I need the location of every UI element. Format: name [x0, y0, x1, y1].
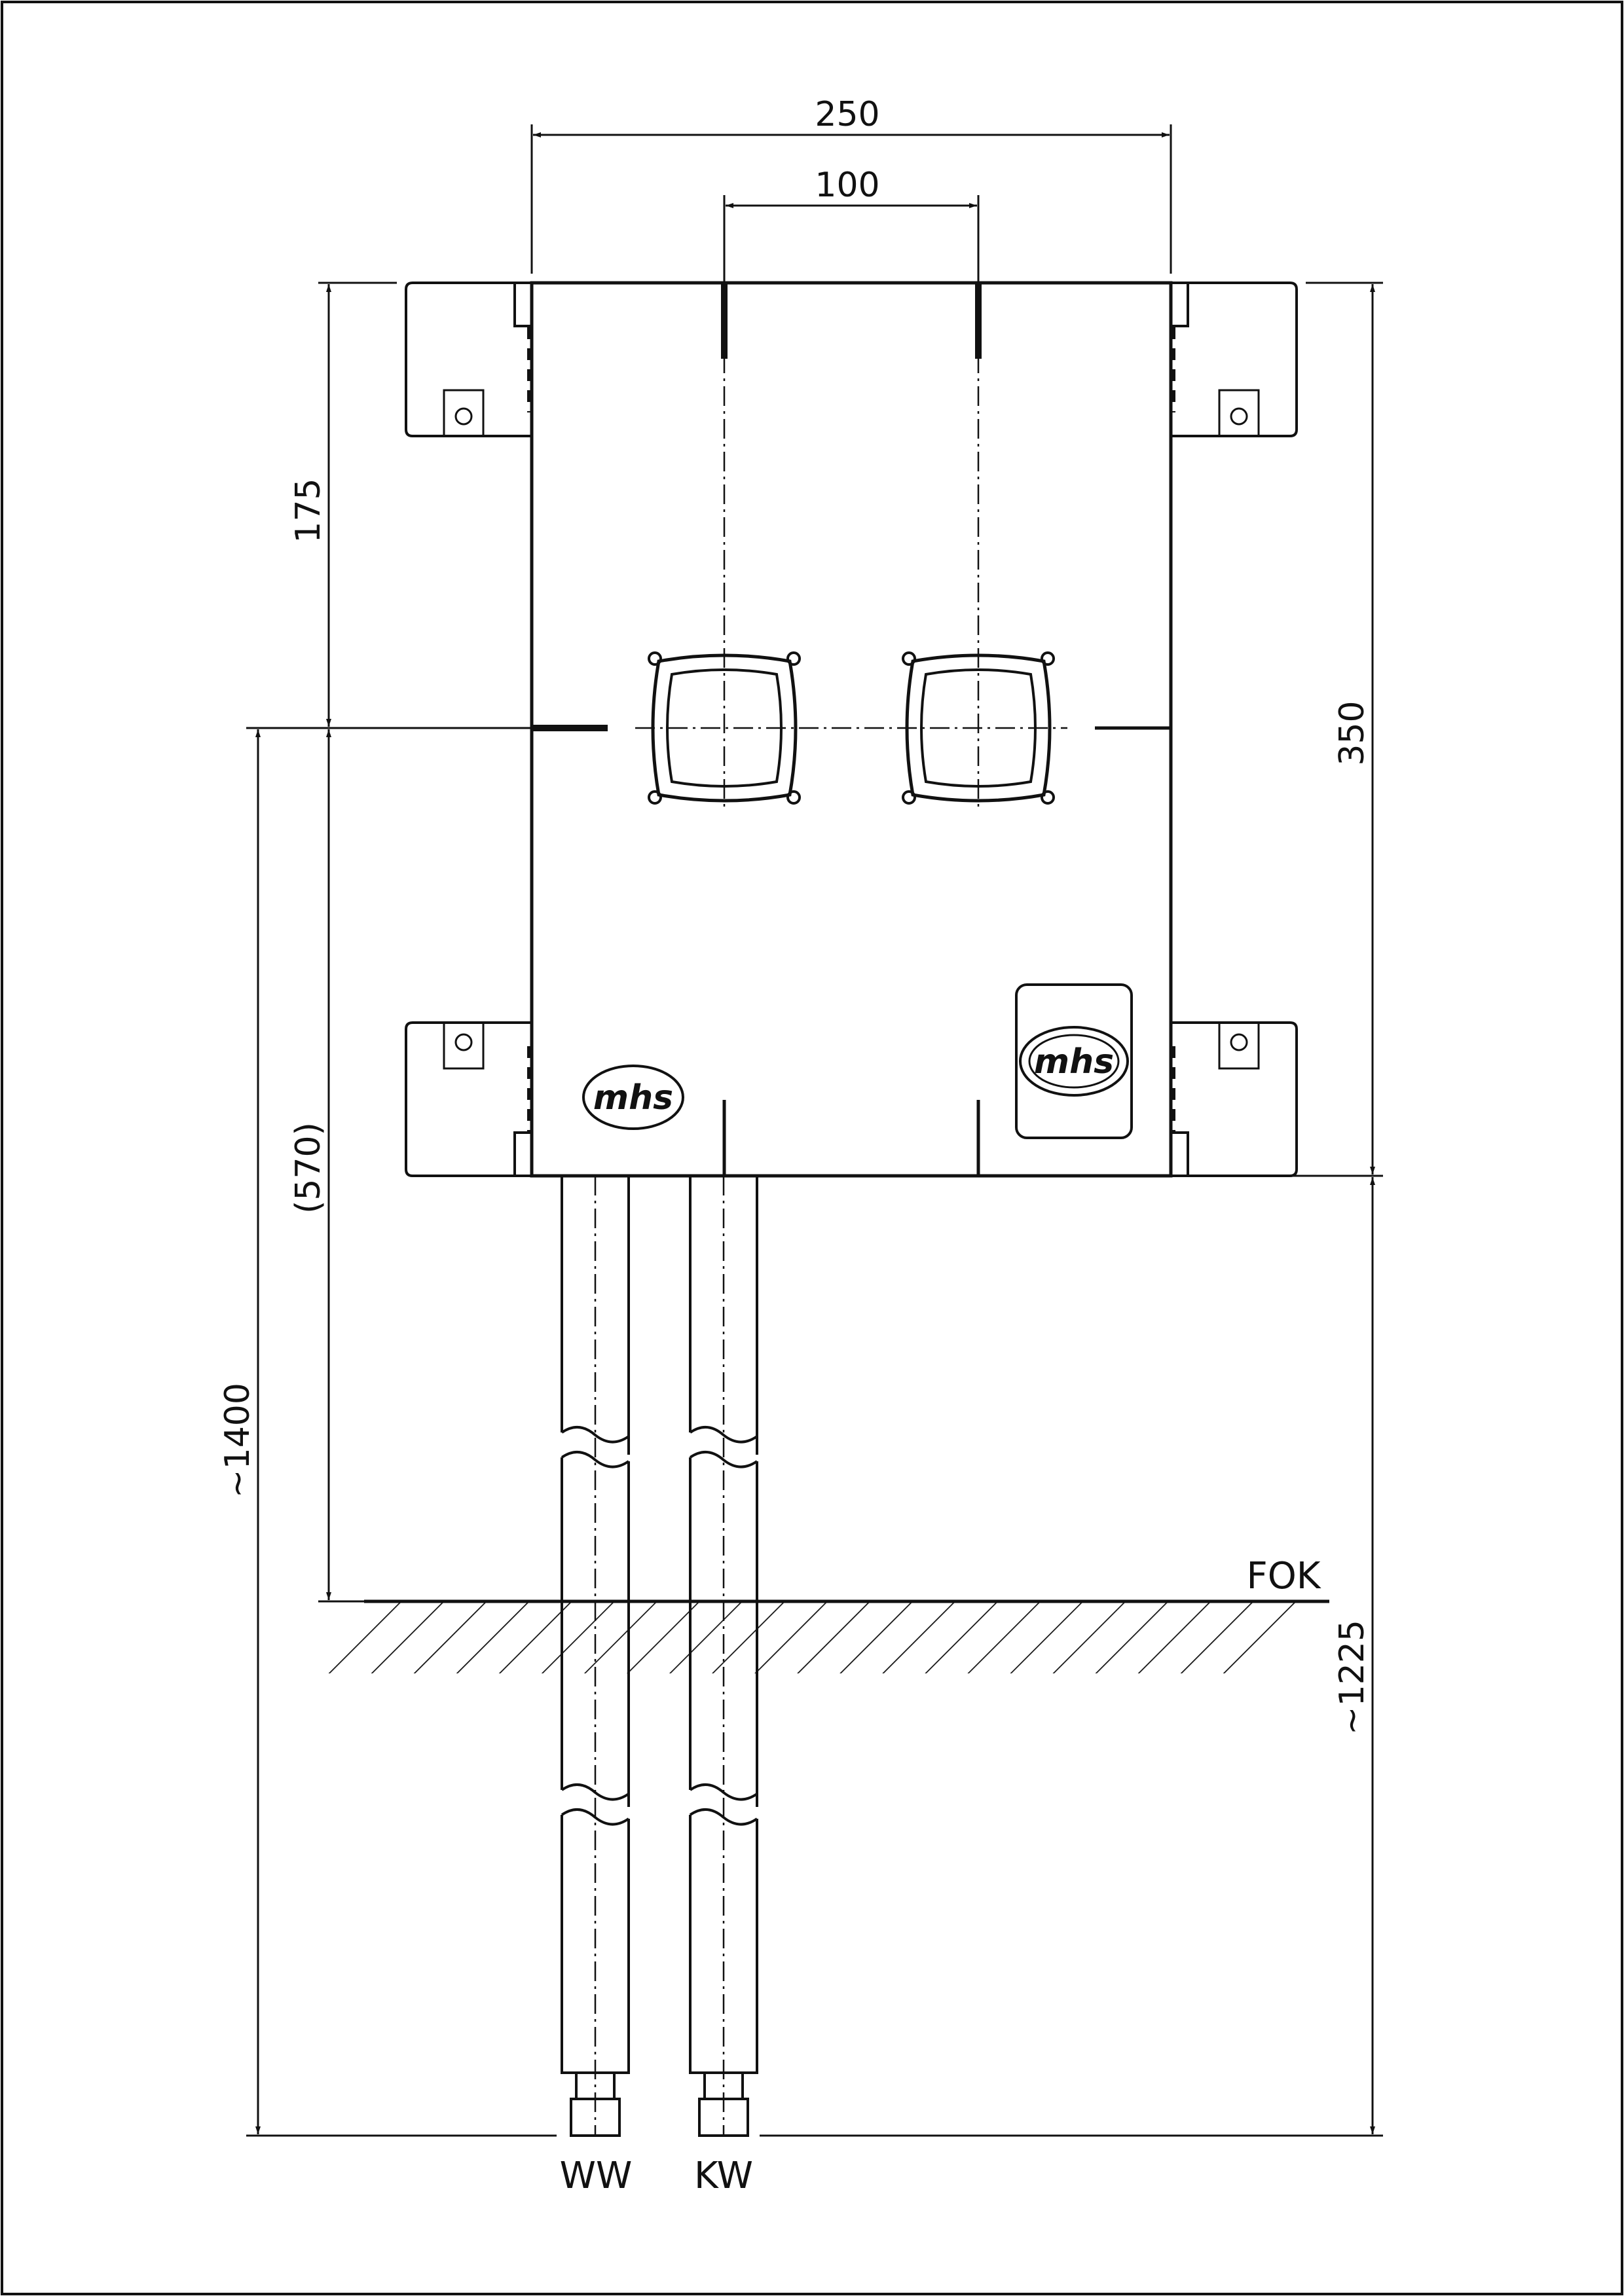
dim-250: 250 [815, 95, 879, 134]
dim-1400: ~1400 [218, 1383, 257, 1498]
logo-large-text: mhs [1034, 1042, 1114, 1082]
floor-label: FOK [1246, 1555, 1321, 1597]
logo-large: mhs [1015, 983, 1133, 1139]
pipe-kw [689, 1176, 758, 2137]
bracket-top-right [1171, 282, 1298, 437]
bracket-bottom-right [1171, 1021, 1298, 1177]
pipe-kw-label: KW [694, 2155, 753, 2197]
bracket-bottom-left [405, 1021, 532, 1177]
port-right [902, 651, 1055, 805]
logo-small: mhs [582, 1065, 684, 1130]
bracket-top-left [405, 282, 532, 437]
dim-175: 175 [289, 478, 328, 543]
dim-100: 100 [815, 166, 879, 205]
dim-1225: ~1225 [1333, 1620, 1372, 1735]
floor-hatch [295, 1599, 1329, 1673]
pipe-ww-label: WW [560, 2155, 633, 2197]
dim-570: (570) [289, 1122, 328, 1214]
port-left [648, 651, 801, 805]
logo-small-text: mhs [593, 1078, 673, 1118]
dim-350: 350 [1333, 701, 1372, 765]
